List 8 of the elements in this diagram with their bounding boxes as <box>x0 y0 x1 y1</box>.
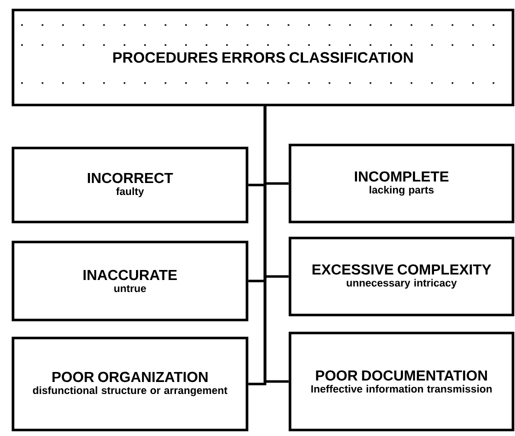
title-box: PROCEDURES ERRORS CLASSIFICATION <box>12 8 514 106</box>
category-box: EXCESSIVE COMPLEXITY unnecessary intricacy <box>288 236 514 316</box>
connector-line <box>264 106 289 383</box>
category-box: INCORRECT faulty <box>12 146 248 224</box>
category-box: POOR ORGANIZATION disfunctional structure or arrangement <box>12 336 248 432</box>
category-box: INCOMPLETE lacking parts <box>288 144 514 224</box>
category-box: POOR DOCUMENTATION Ineffective information transmission <box>288 332 514 432</box>
category-box: INACCURATE untrue <box>12 240 248 322</box>
